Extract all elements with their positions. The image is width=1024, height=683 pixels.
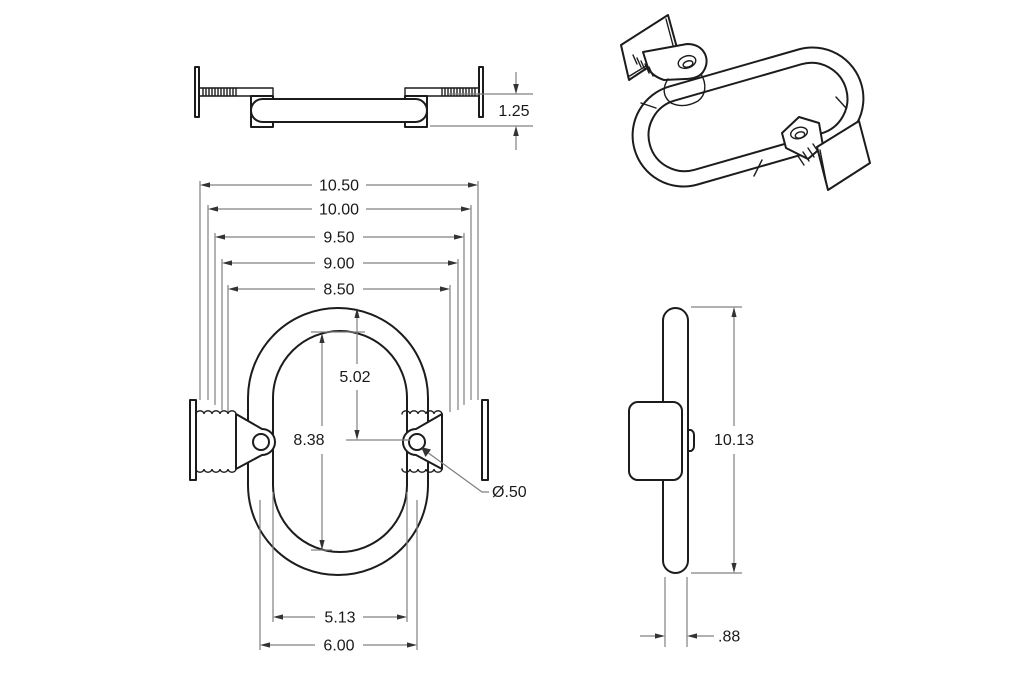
dim-mount-depth-label: 1.25 [498, 103, 529, 120]
top-view-left-plate [194, 66, 200, 118]
dim-top-to-center-label: 5.02 [339, 369, 370, 386]
front-extension-lines [199, 181, 479, 650]
dim-overall-height: 10.13 [691, 306, 754, 574]
iso-tab-upper-left [642, 43, 708, 81]
dim-width-9-50: 9.50 [323, 230, 354, 247]
isometric-view [620, 14, 871, 191]
dim-width-10-50: 10.50 [319, 178, 359, 195]
iso-knurl-lower-right [797, 143, 820, 166]
dim-hole-diameter: Ø.50 [421, 447, 527, 501]
iso-bracket-lower-right [781, 116, 871, 191]
front-left-bracket [189, 399, 276, 481]
front-view: 10.50 10.00 9.50 9.00 8.50 5.02 [189, 178, 527, 655]
dim-top-to-center: 5.02 [339, 308, 410, 441]
dim-inner-height: 8.38 [293, 331, 365, 551]
dim-width-9-00: 9.00 [323, 256, 354, 273]
top-view-bar [250, 98, 428, 123]
dim-width-10-00: 10.00 [319, 202, 359, 219]
side-wall-plate [628, 401, 683, 481]
side-tab [687, 429, 695, 452]
front-right-hole [408, 433, 426, 451]
dim-inner-width-label: 5.13 [324, 610, 355, 627]
front-left-hole [252, 433, 270, 451]
dim-hole-diameter-label: Ø.50 [492, 484, 527, 501]
front-right-plate [481, 399, 489, 481]
dim-width-8-50: 8.50 [323, 282, 354, 299]
top-view-right-stud [404, 87, 480, 97]
iso-knurl-upper-left [632, 54, 654, 77]
dim-overall-height-label: 10.13 [714, 432, 754, 449]
top-view: 1.25 [194, 66, 533, 150]
top-view-right-plate [478, 66, 484, 118]
dim-mount-center-width: 6.00 [260, 638, 417, 655]
front-left-plate [189, 399, 197, 481]
dim-tube-diameter-label: .88 [718, 629, 740, 646]
iso-ring-inner [647, 61, 849, 173]
iso-bracket-upper-left [620, 14, 708, 107]
dim-inner-height-label: 8.38 [293, 432, 324, 449]
dim-mount-depth: 1.25 [430, 72, 533, 150]
dim-mount-center-width-label: 6.00 [323, 638, 354, 655]
iso-hole-upper-left [677, 54, 697, 70]
top-view-left-stud [198, 87, 274, 97]
iso-collar-upper-left [663, 73, 706, 107]
side-view: 10.13 .88 [628, 306, 754, 647]
dim-inner-width: 5.13 [273, 610, 407, 627]
dim-overall-widths: 10.50 10.00 9.50 9.00 8.50 [200, 178, 478, 299]
dim-tube-diameter: .88 [640, 577, 740, 647]
